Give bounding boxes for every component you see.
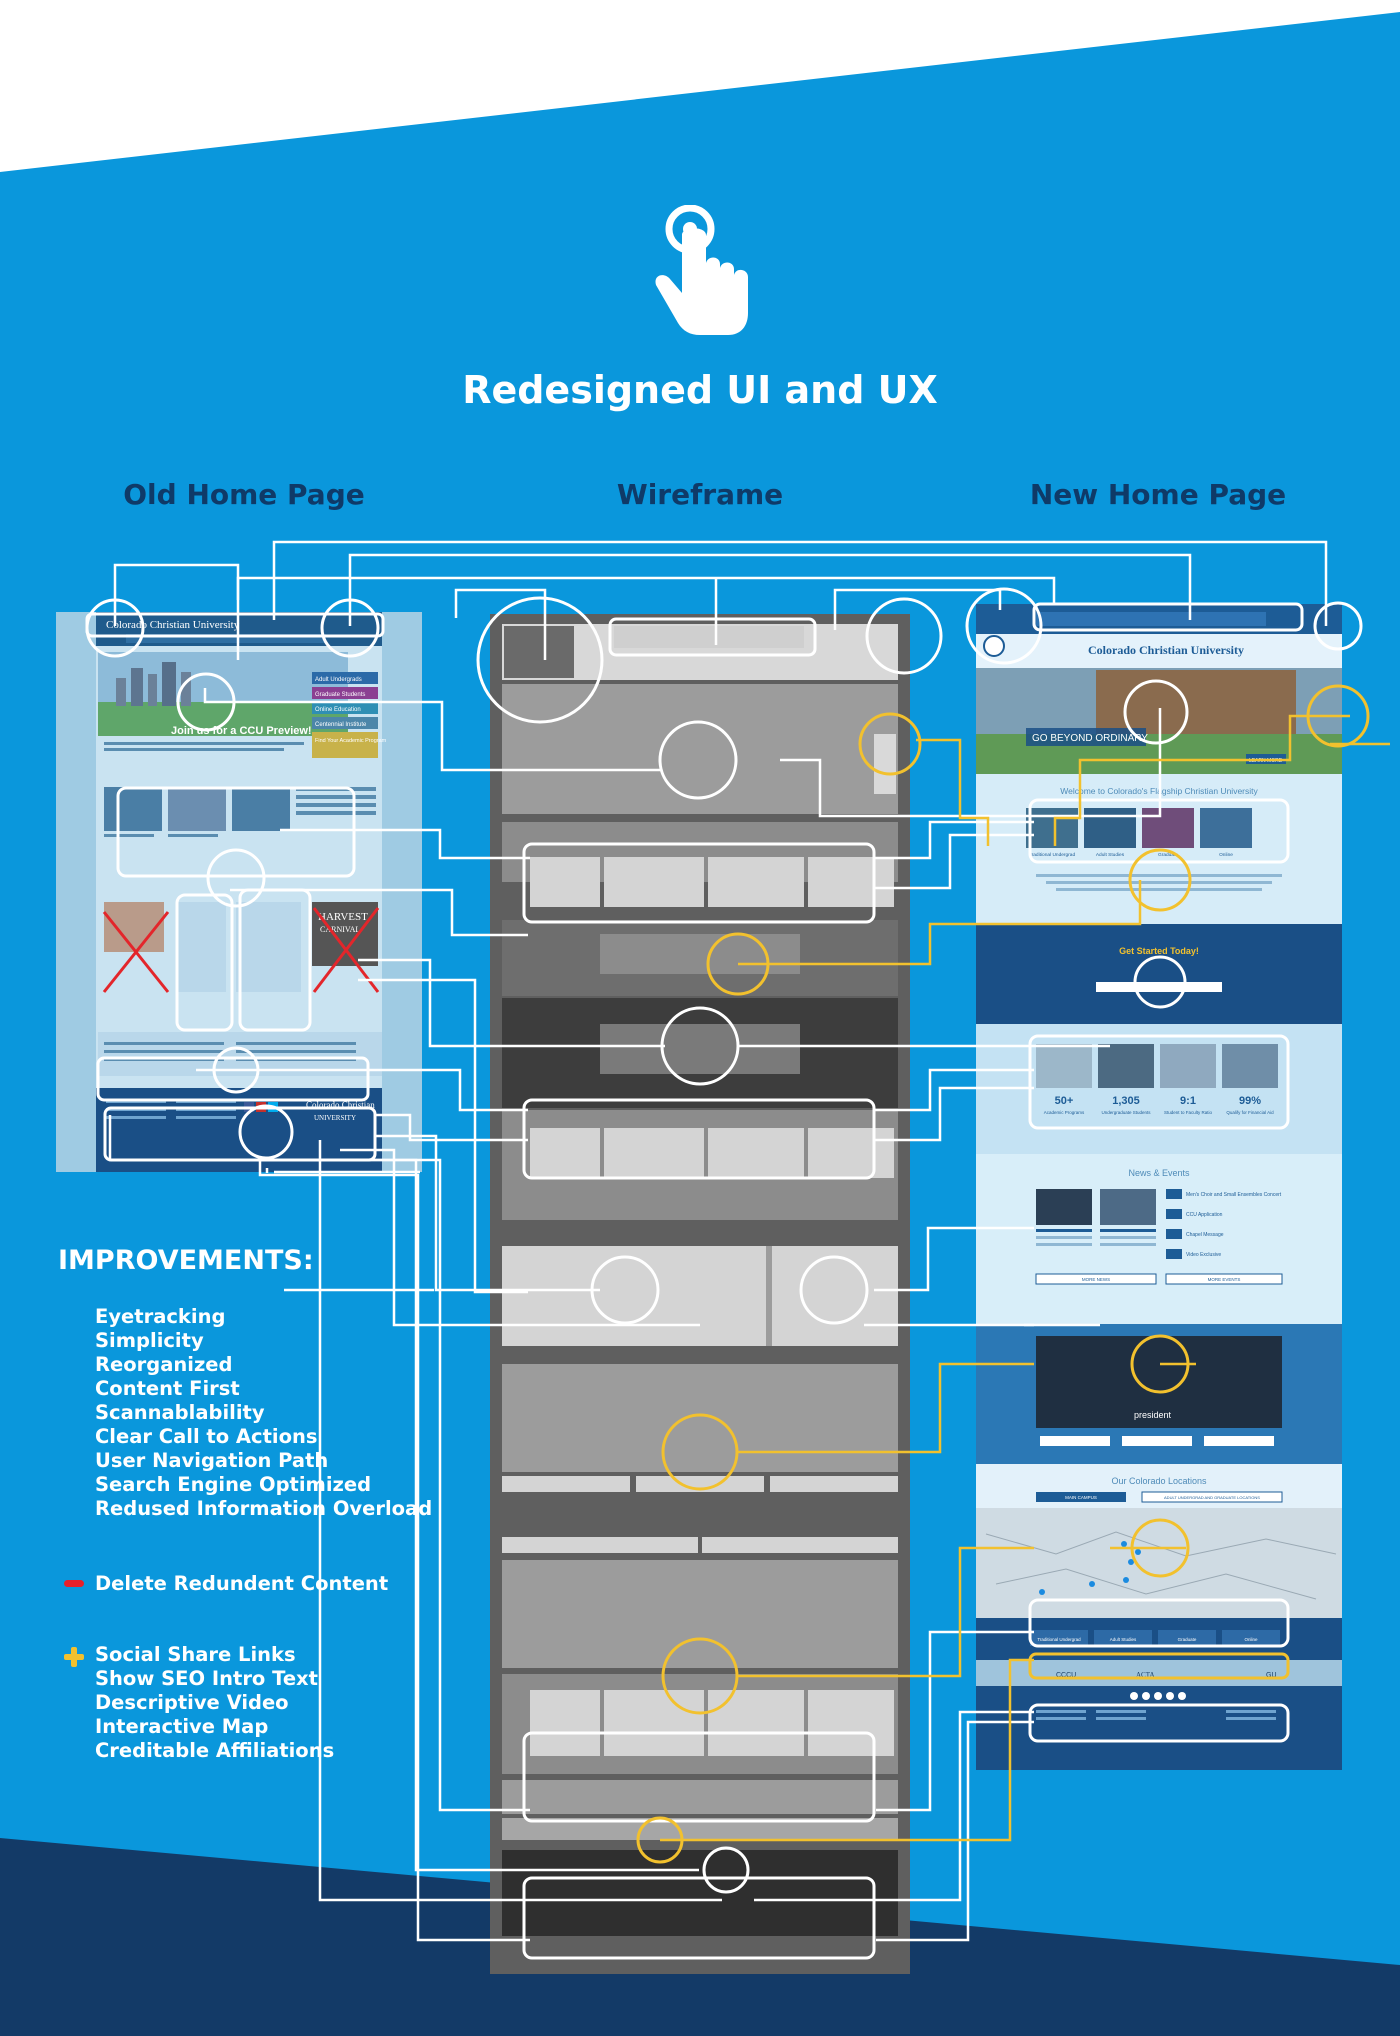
old-footer-logo-2: UNIVERSITY [314, 1114, 356, 1122]
new-news-title: News & Events [1128, 1168, 1190, 1178]
stat-label: Student to Faculty Ratio [1164, 1110, 1213, 1115]
new-program-2: Adult Studies [1096, 852, 1125, 858]
new-news-item-1: Men's Choir and Small Ensembles Concert [1186, 1192, 1282, 1198]
new-hero-text: GO BEYOND ORDINARY [1032, 733, 1148, 744]
new-loc-tab-2: ADULT UNDERGRAD AND GRADUATE LOCATIONS [1164, 1495, 1260, 1500]
addition-item: Social Share Links [95, 1643, 296, 1666]
new-program-3: Graduate [1158, 852, 1178, 858]
improvement-item: Scannablability [95, 1401, 265, 1424]
old-find-box: Find Your Academic Program [315, 738, 387, 744]
improvement-item: Reorganized [95, 1353, 233, 1376]
stat-label: Academic Programs [1044, 1110, 1085, 1115]
old-side-link-2: Graduate Students [315, 692, 365, 698]
new-program-4: Online [1219, 852, 1233, 858]
addition-item: Descriptive Video [95, 1691, 289, 1714]
stat-value: 99% [1239, 1095, 1261, 1107]
new-affiliation-1: CCCU [1056, 1672, 1076, 1679]
old-harvest: HARVEST [318, 911, 368, 923]
plus-icon [64, 1647, 84, 1667]
new-video-caption: president [1134, 1410, 1172, 1420]
improvement-item: User Navigation Path [95, 1449, 329, 1472]
page-title: Redesigned UI and UX [462, 368, 938, 412]
column-label-old: Old Home Page [123, 478, 365, 511]
wireframe-mock [490, 614, 910, 1974]
old-harvest-2: CARNIVAL [320, 925, 360, 934]
new-events-btn: MORE EVENTS [1208, 1277, 1241, 1282]
addition-item: Interactive Map [95, 1715, 269, 1738]
old-side-link-4: Centennial Institute [315, 722, 367, 728]
new-loc-tab-1: MAIN CAMPUS [1065, 1495, 1097, 1500]
delete-marker-icon [64, 1580, 84, 1587]
improvements-list: Eyetracking Simplicity Reorganized Conte… [95, 1305, 432, 1521]
old-footer-logo: Colorado Christian [306, 1100, 375, 1110]
addition-item: Creditable Affiliations [95, 1739, 335, 1762]
new-footer-program-1: Traditional Undergrad [1037, 1637, 1081, 1642]
new-get-started: Get Started Today! [1119, 946, 1199, 956]
new-affiliation-3: GU [1266, 1672, 1277, 1679]
delete-redundant-label: Delete Redundent Content [95, 1572, 389, 1595]
new-news-item-4: Video Exclusive [1186, 1252, 1221, 1258]
improvement-item: Clear Call to Actions [95, 1425, 318, 1448]
improvement-item: Redused Information Overload [95, 1497, 433, 1520]
improvements-heading: IMPROVEMENTS: [58, 1245, 314, 1276]
new-news-item-2: CCU Application [1186, 1212, 1223, 1218]
stat-label: Qualify for Financial Aid [1226, 1110, 1274, 1115]
old-logo: Colorado Christian University [106, 619, 240, 631]
new-logo: Colorado Christian University [1088, 643, 1244, 657]
stat-label: Undergraduate Students [1101, 1110, 1151, 1115]
new-affiliation-2: ACTA [1136, 1671, 1155, 1679]
old-home-page: Colorado Christian University Join us fo… [56, 612, 422, 1172]
old-side-link-3: Online Education [315, 707, 361, 713]
additions-list: Social Share Links Show SEO Intro Text D… [95, 1643, 334, 1763]
stat-value: 9:1 [1180, 1095, 1196, 1107]
improvement-item: Search Engine Optimized [95, 1473, 372, 1496]
new-news-item-3: Chapel Message [1186, 1232, 1224, 1238]
new-footer-program-4: Online [1244, 1637, 1258, 1642]
old-banner: Join us for a CCU Preview! [171, 725, 312, 737]
new-footer-program-3: Graduate [1178, 1637, 1197, 1642]
new-footer-program-2: Adult Studies [1110, 1637, 1137, 1642]
improvement-item: Content First [95, 1377, 240, 1400]
column-label-new: New Home Page [1029, 478, 1287, 511]
stat-value: 1,305 [1112, 1095, 1140, 1107]
old-side-link-1: Adult Undergrads [315, 677, 362, 683]
improvement-item: Simplicity [95, 1329, 204, 1352]
column-label-wireframe: Wireframe [616, 478, 784, 511]
addition-item: Show SEO Intro Text [95, 1667, 318, 1690]
new-locations-title: Our Colorado Locations [1111, 1476, 1207, 1486]
stat-value: 50+ [1055, 1095, 1074, 1107]
improvement-item: Eyetracking [95, 1305, 226, 1328]
tap-hand-icon [655, 205, 748, 335]
new-news-btn: MORE NEWS [1082, 1277, 1110, 1282]
new-program-1: Traditional Undergrad [1029, 852, 1076, 858]
